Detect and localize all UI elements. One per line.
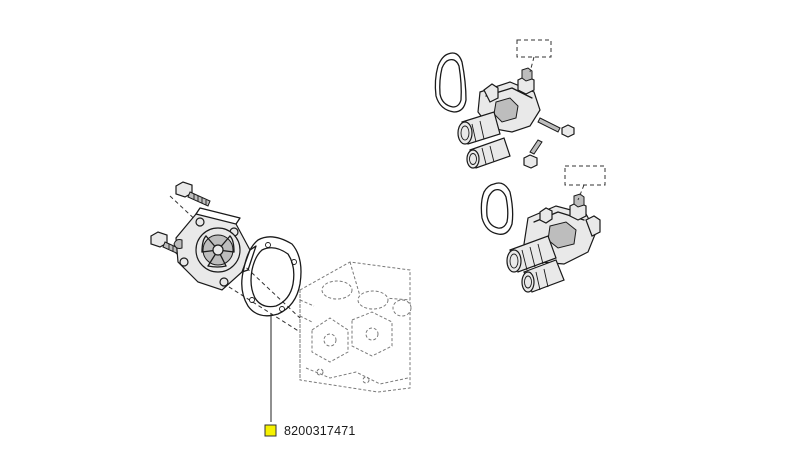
thermostat-reference-box-1: [516, 39, 552, 58]
alignment-line-upper: [169, 195, 301, 319]
thermostat-housing-upper: [434, 52, 575, 169]
water-pump: [173, 207, 257, 291]
reference-leader-2: [577, 184, 585, 201]
thermostat-housing-lower: [480, 182, 601, 293]
mounting-bolt-upper: [175, 181, 211, 207]
water-pump-gasket: [241, 236, 302, 317]
callout-marker-square: [264, 424, 277, 437]
engine-block-phantom: [299, 261, 412, 393]
thermostat-reference-box-2: [564, 165, 606, 186]
part-number-label[interactable]: 8200317471: [284, 424, 356, 438]
reference-leader-1: [529, 56, 535, 73]
